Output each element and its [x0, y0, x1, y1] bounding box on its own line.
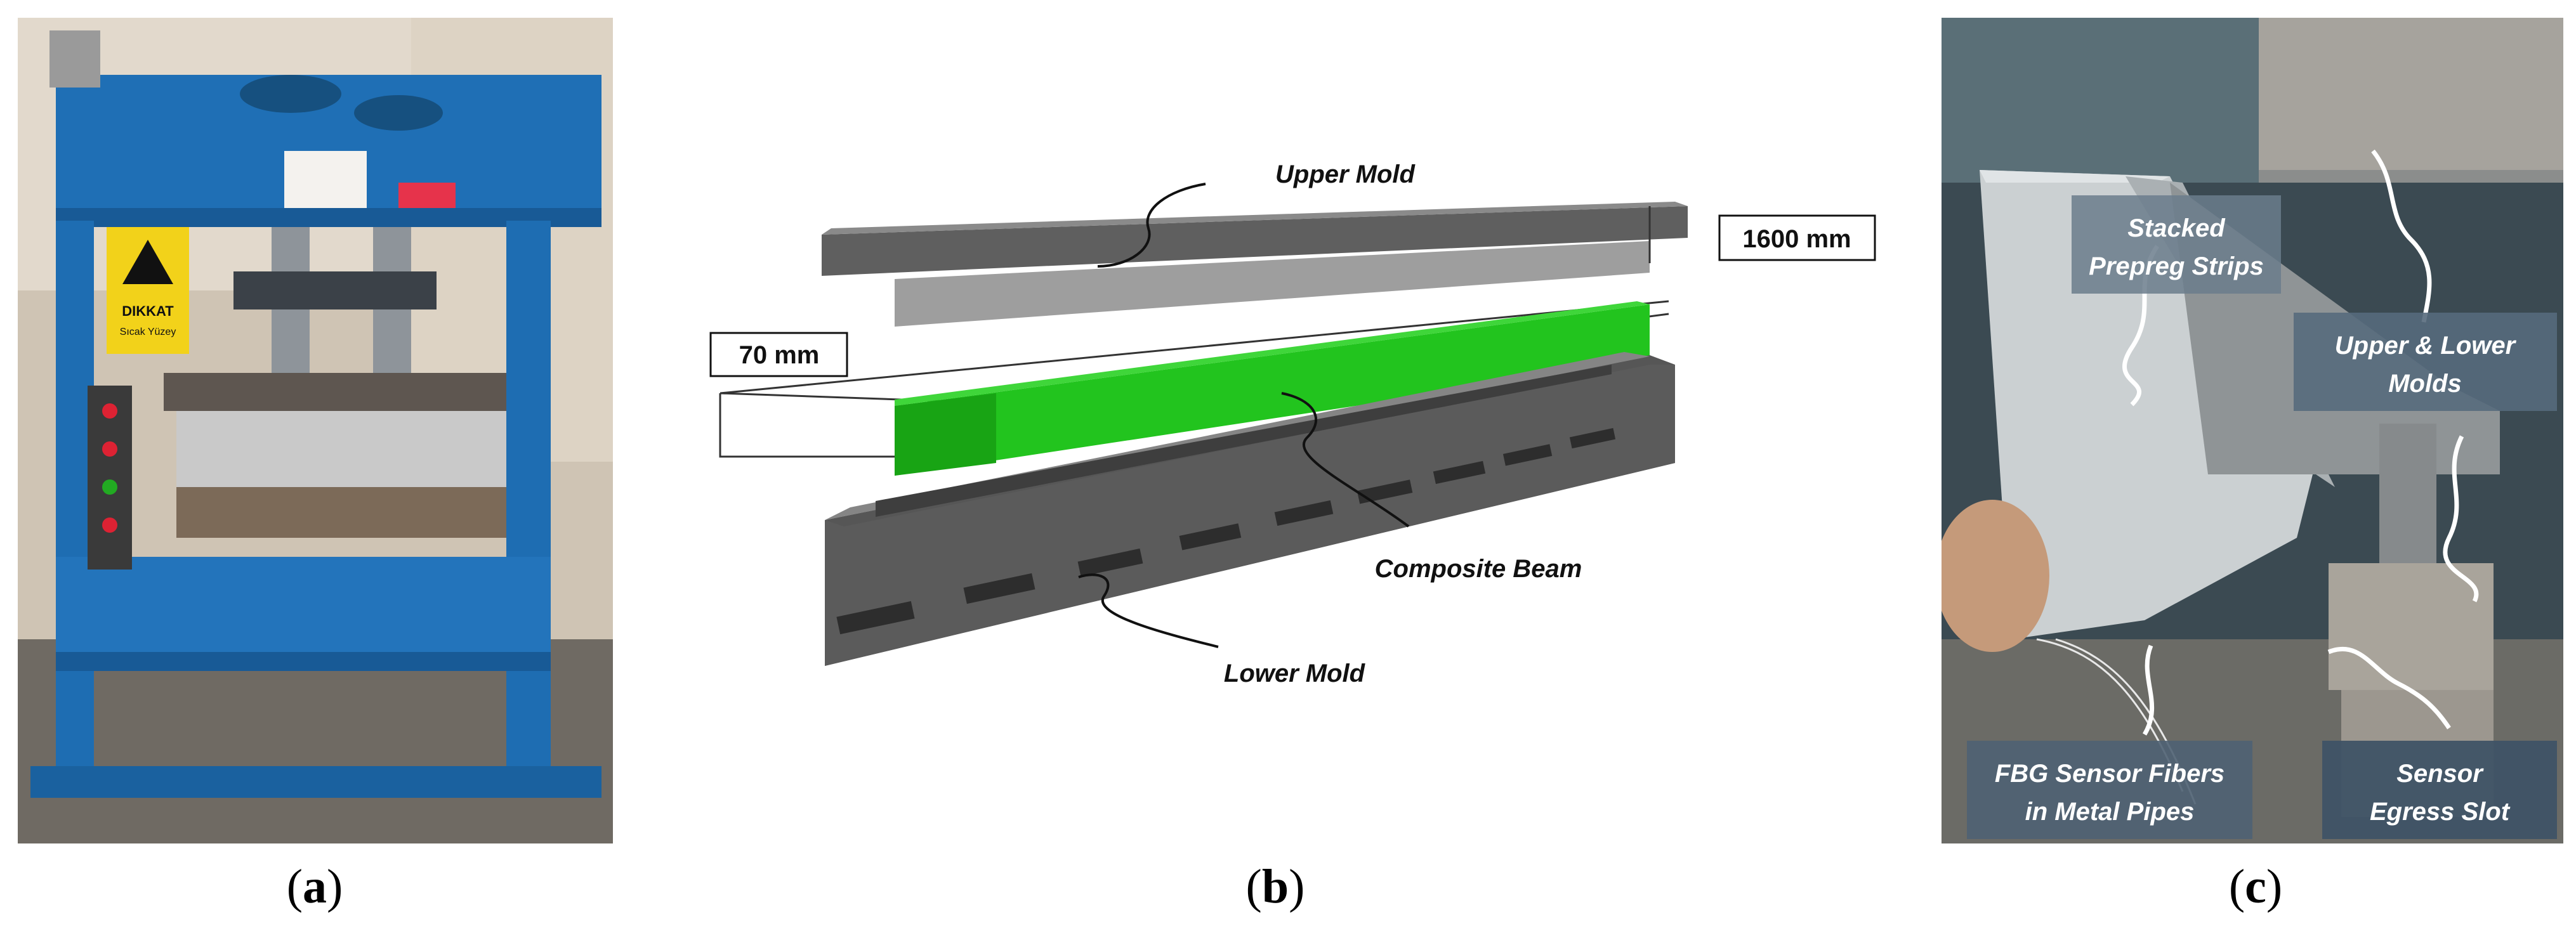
label-upper-lower-molds: Upper & Lower Molds: [2294, 313, 2557, 411]
leader-composite-beam: [1281, 392, 1410, 528]
panel-b-mold-schematic: 1600 mm 70 mm: [685, 120, 1891, 723]
panel-c-annotated-photo: Stacked Prepreg Strips Upper & Lower Mol…: [1935, 18, 2563, 843]
dimension-length-label: 1600 mm: [1742, 225, 1851, 253]
svg-text:Egress Slot: Egress Slot: [2370, 798, 2511, 826]
svg-text:Sensor: Sensor: [2396, 760, 2484, 788]
press-photo-illustration: DIKKAT Sıcak Yüzey: [18, 18, 613, 843]
panel-a-press-photo: DIKKAT Sıcak Yüzey: [18, 18, 613, 843]
label-stacked-prepreg: Stacked Prepreg Strips: [2072, 195, 2281, 294]
warning-sign-subtext: Sıcak Yüzey: [120, 327, 176, 337]
sensor-slots: [836, 427, 1616, 635]
hand: [1935, 500, 2049, 652]
dimension-width: 70 mm: [709, 332, 848, 377]
svg-text:Stacked: Stacked: [2127, 214, 2226, 242]
svg-text:in Metal Pipes: in Metal Pipes: [2025, 798, 2195, 826]
label-lower-mold: Lower Mold: [1224, 660, 1366, 687]
label-fbg-sensor: FBG Sensor Fibers in Metal Pipes: [1967, 741, 2252, 839]
svg-text:FBG Sensor Fibers: FBG Sensor Fibers: [1995, 760, 2224, 788]
leader-fbg: [2142, 644, 2155, 736]
leader-upper-mold: [1097, 183, 1206, 268]
svg-text:Prepreg Strips: Prepreg Strips: [2089, 252, 2264, 280]
leader-lower-mold: [1078, 573, 1219, 648]
caption-c: (c): [2228, 860, 2283, 913]
caption-b: (b): [1245, 860, 1305, 913]
label-upper-mold: Upper Mold: [1275, 160, 1416, 188]
dimension-length: 1600 mm: [1648, 206, 1876, 263]
annotated-photo-svg: Stacked Prepreg Strips Upper & Lower Mol…: [1935, 18, 2563, 843]
upper-mold: [822, 202, 1688, 327]
leader-molds-upper: [2371, 149, 2432, 323]
leader-molds-lower: [2443, 435, 2479, 602]
stacked-prepreg: [1980, 170, 2316, 639]
press-right-column: [506, 221, 551, 791]
upper-mold-block: [2259, 18, 2563, 170]
mold-schematic-svg: 1600 mm 70 mm: [709, 160, 1876, 687]
svg-text:Upper & Lower: Upper & Lower: [2335, 332, 2517, 360]
caption-a: (a): [286, 860, 343, 913]
dimension-width-label: 70 mm: [739, 341, 820, 369]
label-composite-beam: Composite Beam: [1375, 555, 1582, 583]
composite-beam: [719, 300, 1669, 476]
label-sensor-egress-slot: Sensor Egress Slot: [2322, 741, 2557, 839]
svg-text:Molds: Molds: [2388, 370, 2462, 398]
lower-mold: [825, 352, 1675, 666]
warning-sign-text: DIKKAT: [122, 303, 174, 319]
leader-slot: [2327, 646, 2451, 729]
